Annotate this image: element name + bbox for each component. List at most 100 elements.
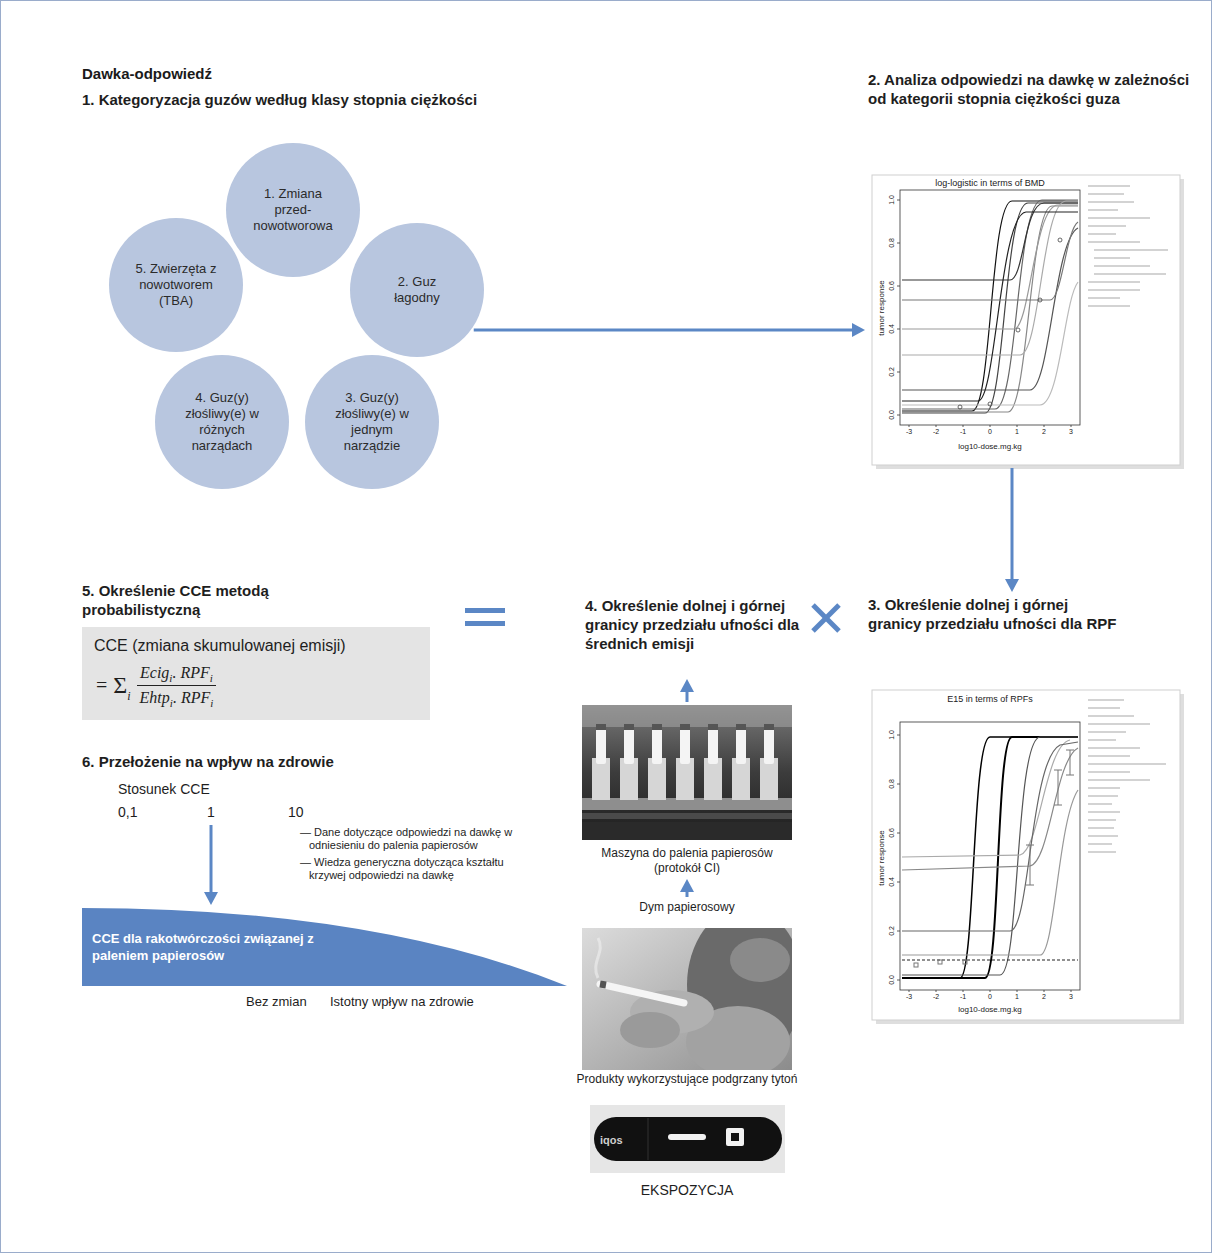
fraction: Ecigi. RPFiEhtpi. RPFi xyxy=(137,663,217,707)
tick-label: 1.0 xyxy=(888,195,896,205)
chart-plot xyxy=(1088,699,1124,701)
chart-plot xyxy=(1088,811,1120,813)
chart-plot xyxy=(902,959,1078,960)
connector-line xyxy=(1011,468,1014,580)
chart-plot xyxy=(872,175,1184,469)
circle-text: 4. Guz(y) złośliwy(e) w różnych narządac… xyxy=(172,390,272,454)
step-heading: 4. Określenie dolnej i górnej granicy pr… xyxy=(585,596,800,653)
formula-caption: CCE (zmiana skumulowanej emisji) xyxy=(94,636,346,655)
axis-label: log10-dose.mg.kg xyxy=(958,442,1022,451)
math-subscript: i xyxy=(210,697,213,709)
formula: =ΣiEcigi. RPFiEhtpi. RPFi xyxy=(96,663,216,707)
chart-plot xyxy=(988,402,992,406)
chart-plot xyxy=(1088,731,1126,733)
tick-label: 0.2 xyxy=(888,367,896,377)
smoking-machine-photo xyxy=(732,758,750,800)
numerator: Ecigi. RPFi xyxy=(137,663,216,686)
layout-arrow xyxy=(204,892,218,905)
chart-plot xyxy=(1071,990,1072,992)
chart-plot xyxy=(1088,755,1130,757)
chart-plot xyxy=(1088,241,1140,243)
chart-plot xyxy=(897,372,900,373)
circle-text: 3. Guz(y) złośliwy(e) w jednym narządzie xyxy=(322,390,422,454)
chart-plot xyxy=(1088,700,1166,852)
chart-plot xyxy=(1071,425,1072,427)
circle-text: 5. Zwierzęta z nowotworem (TBA) xyxy=(126,261,226,309)
math-subscript: i xyxy=(170,697,173,709)
scale-value: 10 xyxy=(288,803,304,821)
chart-plot xyxy=(909,990,910,992)
chart-plot xyxy=(902,212,1078,401)
category-circle: 5. Zwierzęta z nowotworem (TBA) xyxy=(109,218,243,352)
chart-plot xyxy=(914,963,918,967)
tick-label: 3 xyxy=(1069,428,1073,436)
chart-plot xyxy=(902,200,1078,409)
smoker-photo xyxy=(600,984,684,1003)
scale-title: Stosunek CCE xyxy=(118,780,210,798)
smoking-machine-photo xyxy=(680,724,690,764)
chart-plot xyxy=(1088,835,1118,837)
chart-plot xyxy=(1088,193,1124,195)
chart-plot xyxy=(1088,851,1116,853)
tick-label: 0.4 xyxy=(888,324,896,334)
chart-plot xyxy=(1058,238,1062,242)
math-symbol: Σ xyxy=(113,671,127,699)
smoking-machine-photo xyxy=(582,705,792,727)
chart-plot xyxy=(1094,257,1130,259)
category-circle: 4. Guz(y) złośliwy(e) w różnych narządac… xyxy=(155,355,289,489)
chart-plot xyxy=(990,990,991,992)
layout-arrow xyxy=(680,679,694,702)
chart-title: log-logistic in terms of BMD xyxy=(935,178,1045,188)
chart-panel: 3. Określenie dolnej i górnej granicy pr… xyxy=(868,595,1203,1020)
chart-plot xyxy=(902,222,1078,300)
chart-plot xyxy=(902,203,1078,413)
chart-plot xyxy=(963,960,967,964)
chart-plot xyxy=(1088,779,1150,781)
device-photo xyxy=(590,1105,785,1173)
connector-arrow xyxy=(1005,468,1019,592)
circle-fill xyxy=(226,143,360,277)
step-heading: 5. Określenie CCE metodą probabilistyczn… xyxy=(82,581,272,619)
axis-label: tumor response xyxy=(877,280,886,336)
chart-plot xyxy=(938,960,942,964)
smoking-machine-photo xyxy=(582,813,792,819)
chart-plot xyxy=(902,203,1078,280)
chart-plot xyxy=(902,737,1078,978)
smoking-machine-photo xyxy=(624,724,634,764)
circle-text: 1. Zmiana przed-nowotworowa xyxy=(248,186,338,234)
smoking-machine-photo xyxy=(704,758,722,800)
tick-label: 0.2 xyxy=(888,926,896,936)
tick-label: -2 xyxy=(933,993,939,1001)
step-heading: 6. Przełożenie na wpływ na zdrowie xyxy=(82,752,334,771)
chart-plot xyxy=(958,405,962,409)
smoking-machine-photo xyxy=(596,724,606,730)
tick-label: -3 xyxy=(906,993,912,1001)
times-symbol xyxy=(813,605,839,631)
arrow-head xyxy=(852,323,865,337)
chart-plot xyxy=(897,329,900,330)
chart-plot xyxy=(900,190,1080,425)
chart-plot xyxy=(872,690,1180,1020)
photo-caption: Dym papierosowy xyxy=(562,900,812,915)
smoking-machine-photo xyxy=(760,758,778,800)
chart-plot xyxy=(1088,281,1140,283)
wedge-band: CCE dla rakotwórczości związanej z palen… xyxy=(82,908,567,986)
times-symbol xyxy=(813,605,839,631)
layout-arrow xyxy=(680,679,694,692)
photo-panel: Maszyna do palenia papierosów (protokół … xyxy=(582,705,792,876)
chart-plot xyxy=(963,425,964,427)
chart-plot xyxy=(872,175,1180,465)
device-photo xyxy=(668,1134,706,1140)
circle-fill xyxy=(350,223,484,357)
tick-label: -3 xyxy=(906,428,912,436)
chart-plot xyxy=(902,737,1078,978)
chart-plot xyxy=(958,238,1062,409)
chart-plot xyxy=(936,425,937,427)
chart-plot xyxy=(1088,217,1150,219)
smoking-machine-photo xyxy=(582,822,792,840)
category-circle: 3. Guz(y) złośliwy(e) w jednym narządzie xyxy=(305,355,439,489)
chart-plot xyxy=(902,742,1078,931)
chart-plot xyxy=(1088,843,1112,845)
math-subscript: i xyxy=(127,690,130,702)
